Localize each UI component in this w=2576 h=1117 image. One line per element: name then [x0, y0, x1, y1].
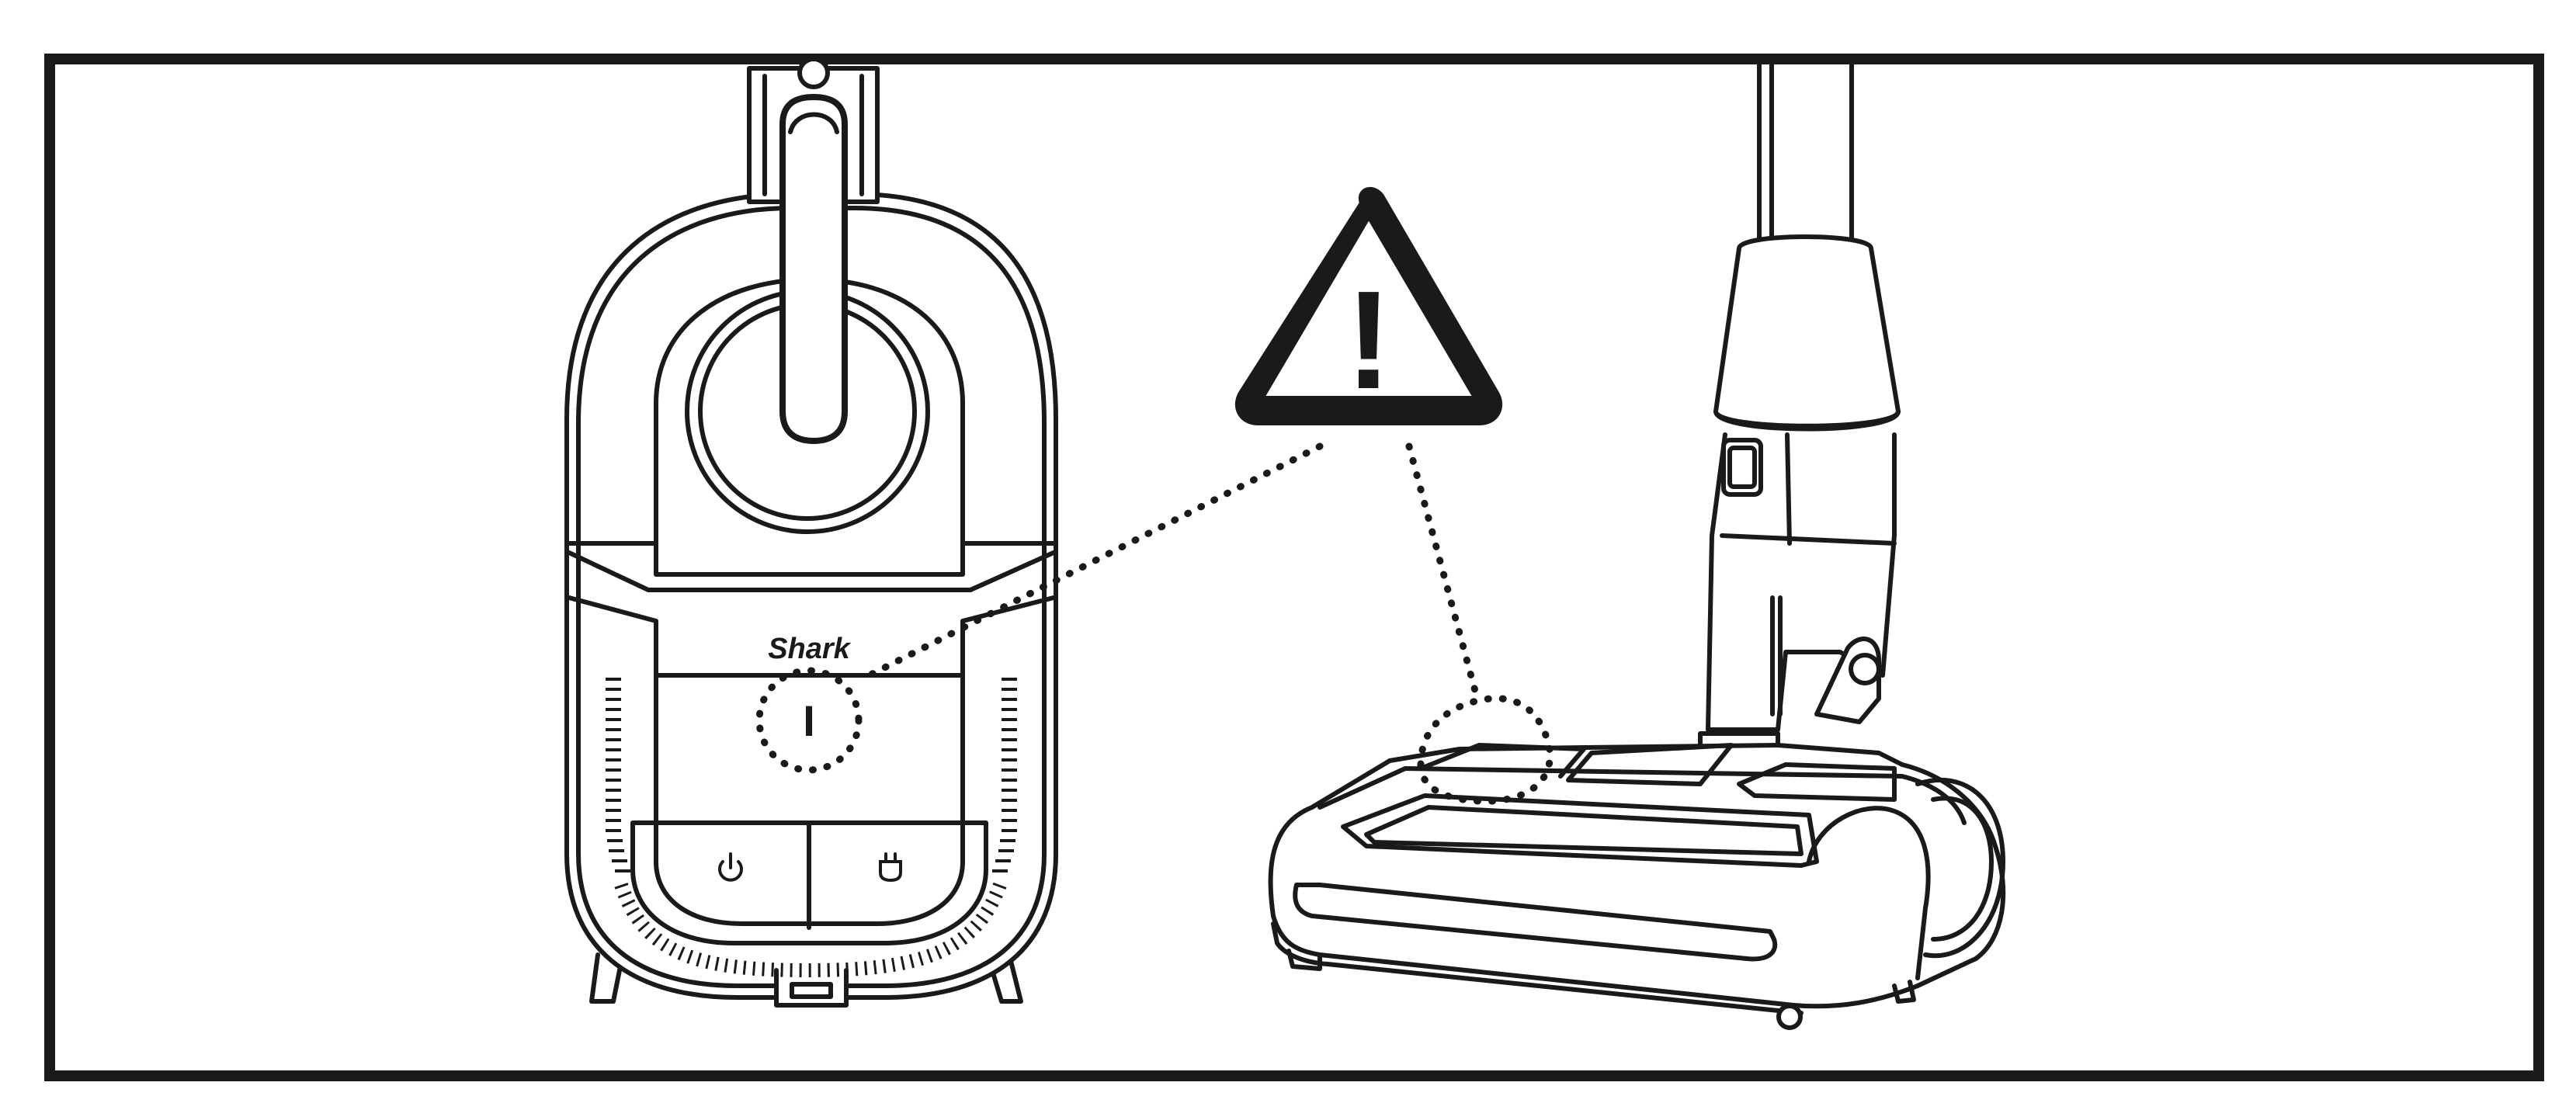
- nozzle-neck-inner: [1720, 432, 1897, 546]
- handle-knob: [797, 57, 830, 89]
- wheel-inner: [1931, 796, 1994, 942]
- handle-mount-inner: [762, 74, 864, 196]
- vent-grille-right: [992, 678, 1017, 872]
- release-button[interactable]: [1721, 438, 1763, 497]
- vacuum-inner-shell-outline: [576, 206, 1047, 988]
- plug-icon: [879, 852, 902, 883]
- waist-band-top: [567, 541, 1056, 577]
- roller-end-cap: [1807, 806, 1931, 980]
- carry-handle: [779, 94, 848, 444]
- neck-groove: [1770, 595, 1783, 716]
- release-button-inner: [1727, 446, 1757, 489]
- warning-exclamation: !: [1345, 262, 1392, 418]
- vent-grille-left: [606, 678, 630, 872]
- handle-slot: [788, 112, 839, 134]
- wand-cuff-bottom: [1713, 409, 1901, 428]
- nozzle-front-edge: [1271, 921, 1804, 1015]
- nozzle-lid-left: [1418, 743, 1586, 779]
- swivel-joint-pivot: [1849, 653, 1881, 685]
- wand-cuff: [1713, 234, 1901, 432]
- wheel-outer: [1915, 778, 2005, 959]
- nozzle-top-surface: [1318, 766, 1967, 825]
- nozzle-top-panel: [1341, 793, 1819, 868]
- nozzle-brush-bar: [1737, 762, 1897, 802]
- vacuum-foot-left: [589, 952, 623, 1004]
- nozzle-foot-right: [1892, 980, 1916, 1004]
- front-latch: [774, 968, 849, 1008]
- nozzle-foot-left: [1286, 949, 1322, 971]
- swivel-joint: [1814, 637, 1881, 724]
- floor-nozzle-icon: [1268, 60, 2006, 1030]
- waist-band-upper: [567, 550, 1056, 592]
- nozzle-top-window: [1364, 805, 1804, 856]
- indicator-light: I: [803, 696, 815, 745]
- brand-label: Shark: [768, 633, 851, 665]
- control-panel: [630, 820, 988, 945]
- front-wheel: [1776, 1004, 1803, 1030]
- indicator-highlight-ring: [755, 667, 863, 774]
- plug-button[interactable]: [879, 852, 902, 883]
- callout-line-to-indicator: [858, 442, 1324, 683]
- front-latch-slot: [790, 982, 833, 999]
- wand-tube: [1757, 60, 1854, 245]
- power-button[interactable]: [718, 852, 743, 882]
- nozzle-front-strip: [1293, 883, 1778, 962]
- nozzle-lid-right: [1566, 743, 1734, 786]
- panel-divider: [654, 673, 965, 829]
- vacuum-body: [564, 57, 1058, 1008]
- callout-line-to-floor-head: [1405, 442, 1479, 695]
- warning-triangle-shape: [1245, 198, 1493, 411]
- warning-triangle-icon: !: [1234, 187, 1503, 425]
- power-icon: [718, 852, 743, 882]
